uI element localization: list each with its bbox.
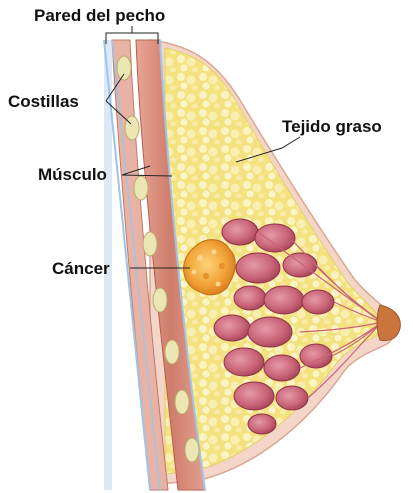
label-chest-wall: Pared del pecho [34,6,165,26]
label-muscle: Músculo [38,165,107,185]
nipple [377,305,400,341]
label-fatty-tissue: Tejido graso [282,117,382,137]
label-cancer: Cáncer [52,259,110,279]
label-ribs: Costillas [8,92,79,112]
